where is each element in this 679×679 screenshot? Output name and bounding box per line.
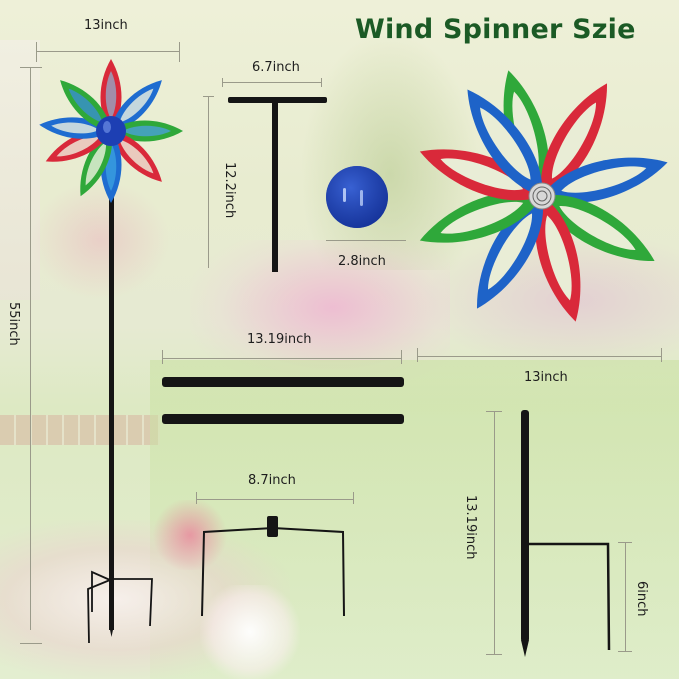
dimension-tick [618, 651, 632, 652]
dimension-tick [179, 42, 180, 62]
ground-stake-leg-label: 6inch [634, 581, 649, 617]
rods-length-dimension-line [162, 358, 402, 359]
ball-diameter-label: 2.8inch [338, 254, 386, 269]
ground-stake-height-dimension-line [494, 411, 495, 655]
dimension-tick [321, 78, 322, 87]
base-bracket-width-label: 8.7inch [248, 473, 296, 488]
ball-diameter-dimension-line [326, 240, 406, 241]
dimension-tick [661, 348, 662, 362]
page-title: Wind Spinner Szie [355, 14, 636, 45]
dimension-tick [20, 67, 42, 68]
spinner-head-width-dimension-line [417, 356, 662, 357]
dimension-tick [203, 96, 214, 97]
dimension-tick [353, 492, 354, 504]
base-bracket-width-dimension-line [196, 499, 354, 500]
dimension-tick [417, 348, 418, 362]
dimension-tick [20, 643, 42, 644]
t-bar-width-dimension-line [222, 82, 322, 83]
rod-1 [162, 377, 404, 387]
assembled-height-dimension-line [30, 67, 31, 630]
t-bar-height-dimension-line [208, 96, 209, 268]
dimension-tick [222, 78, 223, 87]
dimension-tick [162, 350, 163, 364]
rod-2 [162, 414, 404, 424]
dimension-tick [36, 42, 37, 62]
dimension-tick [486, 411, 502, 412]
dimension-tick [401, 350, 402, 364]
assembled-width-label: 13inch [84, 18, 128, 33]
dimension-tick [486, 654, 502, 655]
assembled-width-dimension-line [36, 51, 180, 52]
ground-stake-leg-dimension-line [625, 542, 626, 652]
rods-length-label: 13.19inch [247, 332, 312, 347]
spinner-head-width-label: 13inch [524, 370, 568, 385]
dimension-tick [618, 542, 632, 543]
t-bar-width-label: 6.7inch [252, 60, 300, 75]
dimension-tick [196, 492, 197, 504]
